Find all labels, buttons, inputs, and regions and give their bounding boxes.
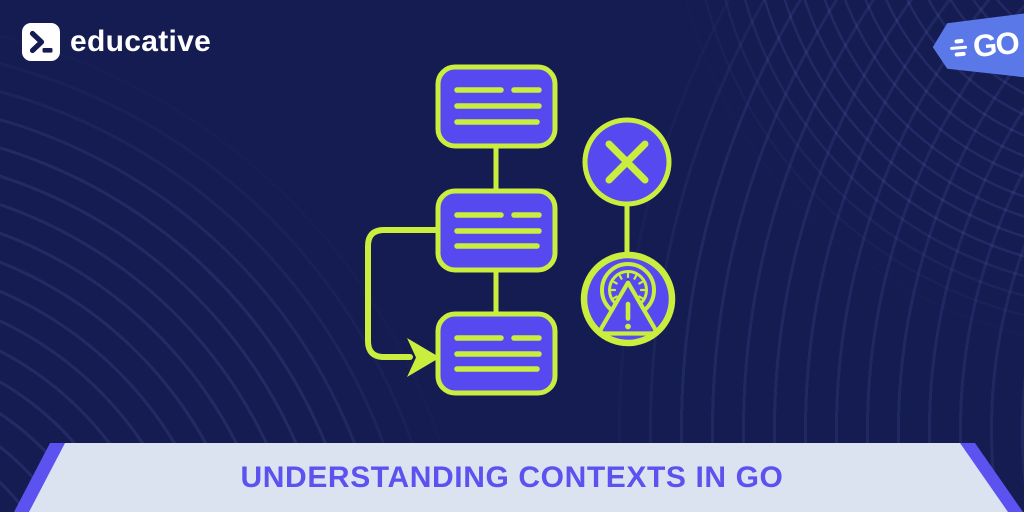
title-banner: UNDERSTANDING CONTEXTS IN GO [0, 443, 1024, 512]
educative-logo: educative [22, 23, 211, 61]
flowchart [365, 64, 558, 396]
logo-text: educative [70, 25, 212, 58]
stopwatch-warning-icon [598, 262, 658, 336]
loop-back-arrow-line [365, 227, 441, 360]
warning-triangle-icon [598, 280, 658, 336]
page-title: UNDERSTANDING CONTEXTS IN GO [240, 460, 784, 494]
x-cancel-icon [605, 140, 649, 184]
task-node-1 [435, 64, 558, 149]
go-language-badge: GO [932, 13, 1024, 78]
terminal-prompt-icon [22, 23, 60, 61]
terminal-prompt-glyph [29, 30, 53, 54]
cancel-circle [582, 117, 672, 207]
timeout-circle [580, 251, 676, 347]
banner-background [28, 443, 1009, 512]
task-node-2 [435, 188, 558, 273]
task-node-3 [435, 311, 558, 396]
loop-back-arrowhead [407, 338, 440, 377]
